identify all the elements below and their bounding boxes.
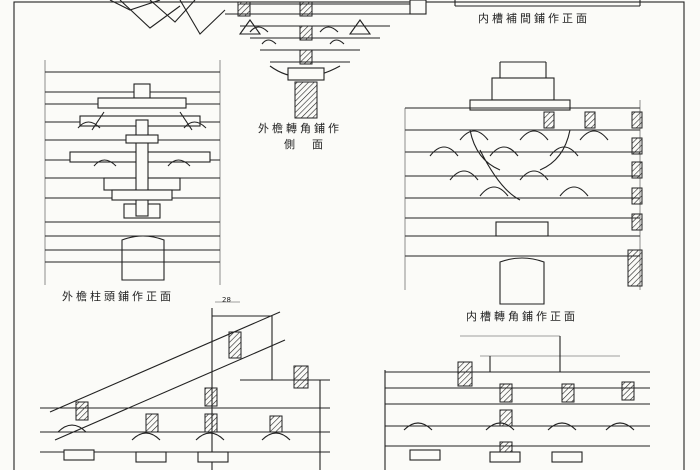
inner-bay-bracket-elevation (454, 0, 641, 7)
corner-bracket-side-view (109, 0, 427, 119)
sheet-border (13, 1, 685, 470)
bracket-section-left (40, 301, 330, 470)
dimension-label: 28 (222, 296, 231, 304)
caption-column-head-bracket: 外檐柱頭鋪作正面 (62, 290, 174, 303)
caption-inner-bay-bracket: 内槽補間鋪作正面 (478, 12, 590, 25)
bracket-section-right (384, 335, 650, 470)
caption-side-view: 側 面 (284, 138, 326, 151)
column-head-bracket-elevation (44, 60, 221, 285)
inner-corner-bracket-elevation (404, 61, 643, 305)
caption-inner-corner-bracket: 内槽轉角鋪作正面 (466, 310, 578, 323)
caption-outer-corner-bracket: 外檐轉角鋪作 (258, 122, 342, 135)
